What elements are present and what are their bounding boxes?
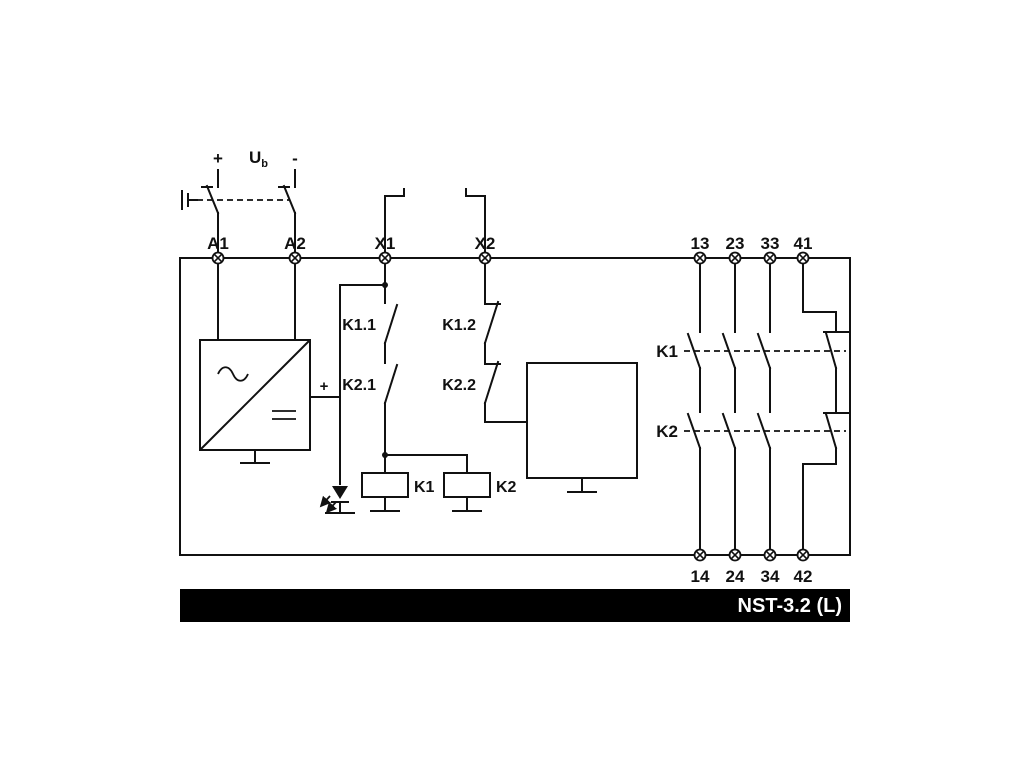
bank-label-k1: K1 — [656, 342, 678, 361]
terminal-labels-bottom: 14 24 34 42 — [691, 567, 813, 586]
ac-waveform-icon — [217, 366, 249, 382]
terminal-label-34: 34 — [761, 567, 780, 586]
terminal-label-41: 41 — [794, 234, 813, 253]
dc-symbol-icon — [272, 410, 296, 420]
terminal-screw-icon-42 — [796, 548, 810, 562]
x1-contact-chain: K1.1 K2.1 — [342, 263, 468, 474]
led-emission-arrow-icon — [325, 501, 338, 514]
output-contact-bank: K1 K2 — [656, 263, 849, 550]
terminal-screw-icon-24 — [728, 548, 742, 562]
psu-input-wires — [217, 263, 296, 341]
contact-label-k1-1: K1.1 — [342, 317, 376, 334]
contact-label-k1-2: K1.2 — [442, 317, 476, 334]
supply-minus-label: - — [292, 149, 298, 168]
terminal-screw-icon-13 — [693, 251, 707, 265]
output-column-wires — [699, 263, 771, 550]
logic-box — [526, 362, 638, 479]
external-supply-circuit: + Ub - — [181, 148, 486, 253]
coil-k1-box — [361, 472, 409, 498]
nc-contact-movers — [824, 331, 838, 450]
contact-k2-2-mover — [483, 360, 500, 405]
power-supply-block: + — [199, 263, 386, 485]
coil-label-k1: K1 — [414, 479, 435, 496]
terminal-label-23: 23 — [726, 234, 745, 253]
junction-dot — [382, 282, 388, 288]
x1-x2-external-hooks — [384, 188, 486, 253]
terminal-label-a1: A1 — [207, 234, 229, 253]
terminal-label-42: 42 — [794, 567, 813, 586]
psu-ground-icon — [240, 449, 270, 464]
junction-dot — [382, 452, 388, 458]
contact-k1-1-mover — [383, 303, 399, 345]
terminal-labels-top: A1 A2 X1 X2 13 23 33 41 — [207, 234, 812, 253]
bank-label-k2: K2 — [656, 422, 678, 441]
coil-k2-box — [443, 472, 491, 498]
relay-coils: K1 K2 — [361, 472, 517, 512]
terminal-label-14: 14 — [691, 567, 710, 586]
product-name: NST-3.2 (L) — [738, 595, 842, 617]
x2-contact-chain: K1.2 K2.2 — [442, 263, 528, 423]
contact-k2-1-mover — [383, 363, 399, 405]
banner-background — [180, 589, 850, 622]
terminal-screw-icon-a1 — [211, 251, 225, 265]
contact-label-k2-1: K2.1 — [342, 377, 376, 394]
screw-terminals — [211, 251, 810, 562]
terminal-label-x2: X2 — [475, 234, 496, 253]
terminal-label-24: 24 — [726, 567, 745, 586]
contact-label-k2-2: K2.2 — [442, 377, 476, 394]
logic-block — [526, 362, 638, 493]
product-banner: NST-3.2 (L) — [180, 589, 850, 622]
psu-plus-label: + — [320, 378, 329, 395]
led-indicator — [319, 486, 355, 514]
terminal-screw-icon-23 — [728, 251, 742, 265]
x1-chain-wires — [384, 263, 468, 474]
led-emission-arrow-icon — [319, 495, 332, 508]
contact-k1-2-mover — [483, 300, 500, 345]
terminal-screw-icon-34 — [763, 548, 777, 562]
psu-plus-rail — [309, 284, 386, 485]
terminal-label-13: 13 — [691, 234, 710, 253]
terminal-label-33: 33 — [761, 234, 780, 253]
terminal-screw-icon-41 — [796, 251, 810, 265]
logic-ground-icon — [567, 477, 597, 493]
led-icon — [332, 486, 348, 499]
nc-contact-bars — [823, 331, 849, 414]
terminal-label-x1: X1 — [375, 234, 396, 253]
terminal-screw-icon-x2 — [478, 251, 492, 265]
x2-chain-wires — [484, 263, 528, 423]
coil-ground-icons — [370, 496, 482, 512]
supply-wires — [217, 169, 296, 253]
supply-plus-label: + — [213, 149, 223, 168]
terminal-screw-icon-a2 — [288, 251, 302, 265]
terminal-screw-icon-33 — [763, 251, 777, 265]
device-enclosure — [179, 257, 851, 556]
terminal-label-a2: A2 — [284, 234, 306, 253]
supply-voltage-label: Ub — [249, 148, 268, 170]
psu-diagonal — [199, 339, 311, 451]
terminal-screw-icon-x1 — [378, 251, 392, 265]
nc-column-41-42-wires — [802, 263, 837, 550]
coil-label-k2: K2 — [496, 479, 517, 496]
estop-button-icon — [181, 190, 198, 210]
terminal-screw-icon-14 — [693, 548, 707, 562]
